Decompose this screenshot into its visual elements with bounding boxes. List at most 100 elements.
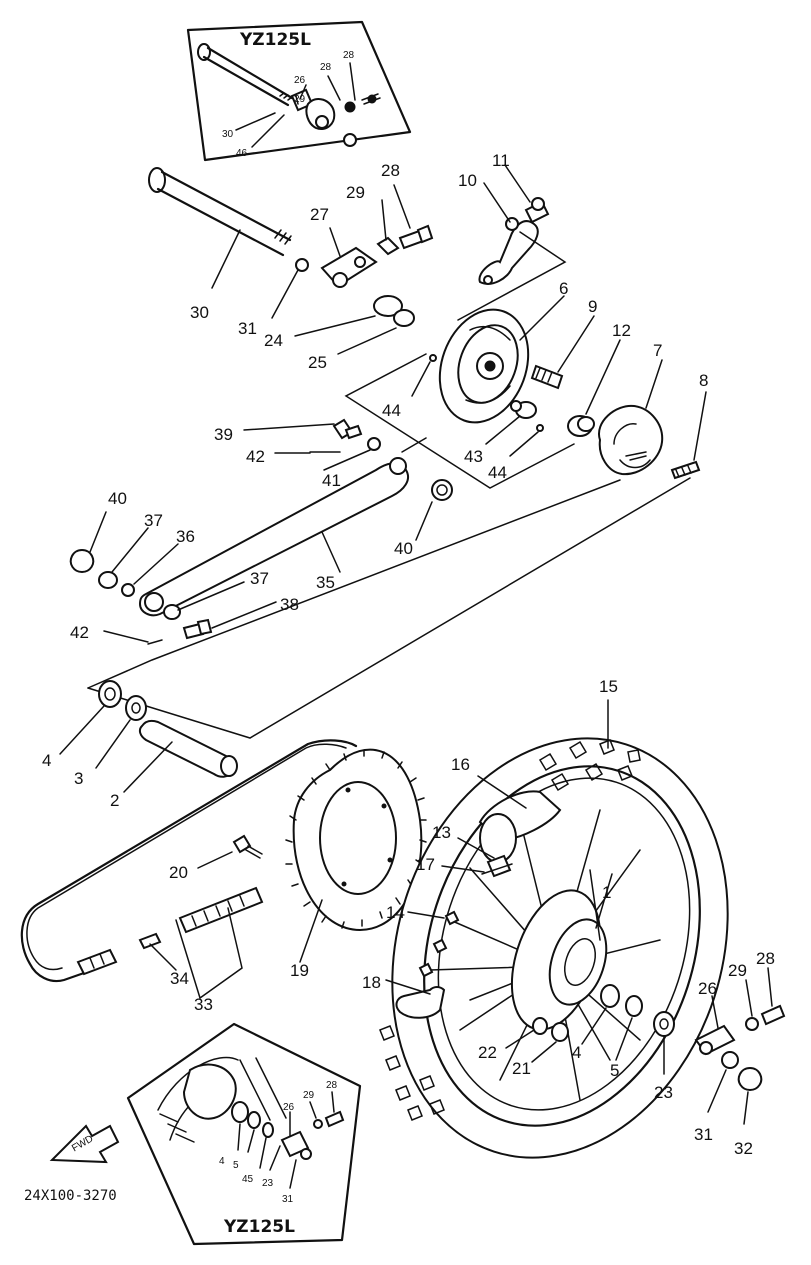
chain-joint-34-icon xyxy=(76,932,162,976)
callout-37: 37 xyxy=(144,511,163,530)
inset-nut-icon xyxy=(343,93,381,147)
bottom-inset-title: YZ125L xyxy=(223,1217,295,1237)
callout-42b: 42 xyxy=(70,623,89,642)
collar-24-icon xyxy=(373,295,403,317)
nut-21-icon xyxy=(551,1022,569,1042)
bolt-20-icon xyxy=(232,834,263,859)
inset-top-label-29: 29 xyxy=(294,94,306,105)
spokes-14-icon xyxy=(418,910,460,978)
adjuster-26-icon xyxy=(694,1024,736,1056)
callout-39: 39 xyxy=(214,425,233,444)
callout-34: 34 xyxy=(170,969,189,988)
fwd-arrow-icon: FWD xyxy=(49,1124,120,1164)
callout-31b: 31 xyxy=(694,1125,713,1144)
cotter-pin-42-lower-icon xyxy=(147,639,163,645)
cam-lever-10-icon xyxy=(478,217,539,285)
inset-top-label-46: 46 xyxy=(236,148,248,159)
callout-44: 44 xyxy=(382,401,401,420)
inset-bottom-label-23: 23 xyxy=(262,1178,274,1189)
inset-top-label-28a: 28 xyxy=(343,50,355,61)
callout-35: 35 xyxy=(316,573,335,592)
inset-top-label-28b: 28 xyxy=(320,62,332,73)
nut-29-icon xyxy=(376,236,400,256)
inset-bottom-label-28: 28 xyxy=(326,1080,338,1091)
washer-41-icon xyxy=(367,437,381,451)
callout-36: 36 xyxy=(176,527,195,546)
bushing-12-icon xyxy=(567,415,595,437)
callout-33: 33 xyxy=(194,995,213,1014)
callout-28: 28 xyxy=(381,161,400,180)
callout-16: 16 xyxy=(451,755,470,774)
callout-31: 31 xyxy=(238,319,257,338)
nut-40-left-icon xyxy=(69,549,95,574)
callout-29b: 29 xyxy=(728,961,747,980)
inset-bottom-label-4: 4 xyxy=(219,1156,225,1167)
inset-top-label-30: 30 xyxy=(222,129,234,140)
callout-42: 42 xyxy=(246,447,265,466)
callout-13: 13 xyxy=(432,823,451,842)
inset-adjuster-icon xyxy=(290,88,336,130)
inset-axle-icon xyxy=(197,43,294,107)
axle-30-icon xyxy=(148,167,292,257)
part-number-code: 24X100-3270 xyxy=(24,1188,117,1204)
callout-26: 26 xyxy=(698,979,717,998)
callout-38: 38 xyxy=(280,595,299,614)
bottom-inset-yz125l: YZ125L 29 28 26 4 5 45 23 31 xyxy=(126,1022,362,1246)
callout-5: 5 xyxy=(610,1061,619,1080)
cam-shaft-9-icon xyxy=(530,364,564,390)
bolt-8-icon xyxy=(670,460,701,480)
callout-7: 7 xyxy=(653,341,662,360)
callout-41: 41 xyxy=(322,471,341,490)
callout-32: 32 xyxy=(734,1139,753,1158)
callout-3: 3 xyxy=(74,769,83,788)
callout-37b: 37 xyxy=(250,569,269,588)
callout-labels: 1 2 3 4 4 5 6 7 8 9 10 11 12 13 14 15 16… xyxy=(42,151,775,1158)
callout-40b: 40 xyxy=(394,539,413,558)
bolt-38-icon xyxy=(182,618,213,640)
callout-22: 22 xyxy=(478,1043,497,1062)
seal-3-icon xyxy=(125,695,147,721)
callout-11: 11 xyxy=(492,151,510,170)
drive-chain-icon xyxy=(20,739,358,983)
nut-32-icon xyxy=(737,1067,763,1092)
bolt-11-icon xyxy=(524,197,550,224)
brake-shoe-7-icon xyxy=(598,404,664,476)
collar-23-icon xyxy=(653,1011,675,1037)
torque-rod-35-icon xyxy=(138,457,410,617)
rim-band-17-icon xyxy=(481,863,513,875)
top-inset-title: YZ125L xyxy=(239,30,311,50)
inset-bottom-label-31: 31 xyxy=(282,1194,294,1205)
collar-36-icon xyxy=(121,583,135,597)
sprocket-19-icon xyxy=(285,748,427,932)
callout-4: 4 xyxy=(42,751,51,770)
top-inset-yz125l: YZ125L 28 28 26 29 30 46 xyxy=(186,20,412,162)
bush-37-right-icon xyxy=(163,604,181,620)
callout-21: 21 xyxy=(512,1059,531,1078)
callout-43: 43 xyxy=(464,447,483,466)
adjuster-27-icon xyxy=(320,246,378,288)
rear-wheel-15-icon xyxy=(379,737,729,1159)
callout-4b: 4 xyxy=(572,1043,581,1062)
chain-section-33-icon xyxy=(178,886,264,934)
callout-1: 1 xyxy=(602,883,611,902)
bottom-inset-frame xyxy=(126,1022,362,1246)
bolt-28-icon xyxy=(398,224,434,250)
callout-19: 19 xyxy=(290,961,309,980)
nut-40-right-icon xyxy=(431,479,453,501)
tube-18-icon xyxy=(395,986,446,1019)
callout-29: 29 xyxy=(346,183,365,202)
inset-bottom-label-29: 29 xyxy=(303,1090,315,1101)
callout-2: 2 xyxy=(110,791,119,810)
brake-panel-6-icon xyxy=(438,308,530,424)
washer-31-icon xyxy=(295,258,309,272)
bolt-39-icon xyxy=(332,418,363,440)
callout-8: 8 xyxy=(699,371,708,390)
bearing-4-icon xyxy=(98,680,122,708)
callout-17: 17 xyxy=(416,855,435,874)
callout-30: 30 xyxy=(190,303,209,322)
bush-37-left-icon xyxy=(98,571,118,589)
nut-29-right-icon xyxy=(745,1017,759,1031)
callout-25: 25 xyxy=(308,353,327,372)
callout-14: 14 xyxy=(386,903,405,922)
